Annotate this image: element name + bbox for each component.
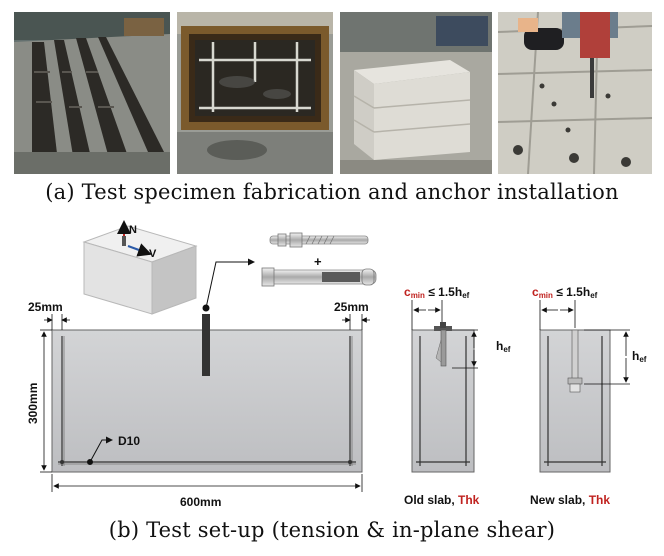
new-slab-label: New slab, [530,493,589,507]
dim-height: 300mm [26,383,40,424]
old-hef-h: h [496,339,503,353]
caption-a: (a) Test specimen fabrication and anchor… [45,180,619,204]
photo-formwork-cast [177,12,333,174]
rebar-leader-line [89,436,113,463]
main-slab-elevation [51,314,363,473]
iso-specimen-block [82,220,198,315]
svg-text:hef: hef [496,339,511,354]
old-slab-dimension-lines [411,300,478,369]
old-slab-label: Old slab, [404,493,458,507]
height-dimension-line [40,329,52,473]
svg-text:cmin ≤ 1.5hef: cmin ≤ 1.5hef [532,285,598,300]
anchor-bolt-wedge-icon [269,232,369,248]
old-cmin-ef: ef [462,291,469,300]
anchor-leader-line [205,258,255,309]
edge-dimension-lines [44,314,370,330]
label-n: N [129,224,137,236]
new-slab-dimension-lines [539,300,630,385]
rebar-label: D10 [118,434,140,448]
width-dimension-line [51,474,363,492]
new-slab-section [539,329,611,473]
svg-text:New slab, Thk: New slab, Thk [530,493,610,507]
dim-right-edge: 25mm [334,300,369,314]
new-cmin-ef: ef [590,291,597,300]
dim-left-edge: 25mm [28,300,63,314]
old-slab-section [411,322,475,473]
photo-anchor-drilling [498,12,652,174]
new-slab-thk: Thk [589,493,611,507]
label-v: V [149,248,157,260]
old-cmin-c: c [404,285,411,299]
new-cmin-sub: min [539,291,553,300]
svg-text:cmin ≤ 1.5hef: cmin ≤ 1.5hef [404,285,470,300]
svg-text:Old slab, Thk: Old slab, Thk [404,493,480,507]
plus-sign: + [314,254,322,269]
new-cmin-le: ≤ 1.5h [553,285,590,299]
old-hef-sub: ef [503,345,510,354]
old-slab-thk: Thk [458,493,480,507]
old-cmin-le: ≤ 1.5h [425,285,462,299]
caption-b: (b) Test set-up (tension & in-plane shea… [108,518,556,542]
svg-text:hef: hef [632,349,647,364]
new-hef-sub: ef [639,355,646,364]
test-setup-diagram: N V + [26,220,647,509]
old-cmin-sub: min [411,291,425,300]
new-cmin-c: c [532,285,539,299]
dim-width: 600mm [180,495,221,509]
anchor-bolt-sleeve-icon [261,267,377,287]
new-hef-h: h [632,349,639,363]
photo-slab-stack [340,12,492,174]
photo-formwork-array [14,12,170,174]
